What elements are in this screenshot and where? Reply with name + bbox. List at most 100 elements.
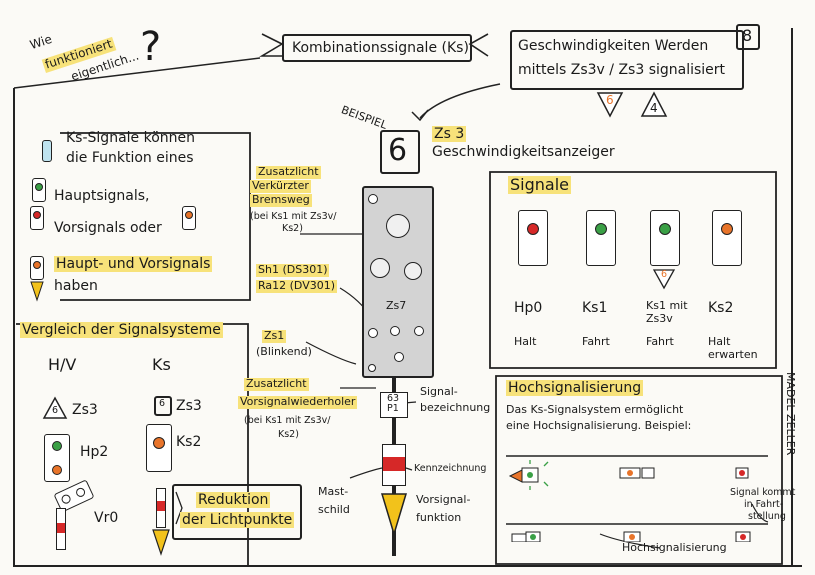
signal-1-meaning: Halt	[514, 335, 537, 348]
hv-zs3-triangle	[42, 396, 68, 419]
label-sh1-line-2: Ra12 (DV301)	[256, 279, 338, 293]
signal-3	[650, 210, 680, 266]
page-number-box: 8	[736, 24, 760, 50]
hv-zs3-label: Zs3	[72, 402, 98, 418]
speed-main-value: 4	[650, 101, 658, 115]
speed-line-2: mittels Zs3v / Zs3 signalisiert	[518, 62, 726, 78]
question-mark: ?	[140, 24, 162, 70]
label-zs1-line-2: (Blinkend)	[256, 345, 312, 358]
hp2-signal	[44, 434, 70, 482]
reduktion-line-1: Reduktion	[196, 492, 271, 509]
label-signal-line-2: bezeichnung	[420, 401, 491, 414]
signal-1-code: Hp0	[514, 300, 543, 316]
sh1-lamp-right	[404, 262, 422, 280]
speed-indicator-number: 6	[388, 133, 408, 168]
hv-zs3-value: 6	[52, 405, 59, 416]
vergleich-title: Vergleich der Signalsysteme	[20, 322, 223, 338]
label-zusatz2-line-1: Zusatzlicht	[244, 377, 309, 391]
ks-zs3-label: Zs3	[176, 398, 202, 414]
hoch-note-line-3: stellung	[748, 511, 786, 522]
signale-title: Signale	[508, 175, 571, 195]
name-plate-line-2: P1	[387, 403, 399, 414]
hoch-note-line-1: Signal kommt	[730, 487, 796, 498]
distant-marker-icon	[30, 281, 44, 302]
signal-4-code: Ks2	[708, 300, 734, 316]
zusatzlicht-top-lamp	[368, 194, 378, 204]
sh1-lamp-left	[370, 258, 390, 278]
example-signal-screen	[362, 186, 434, 378]
vorsignal-marker	[380, 493, 408, 537]
signal-2-code: Ks1	[582, 300, 608, 316]
col-hv: H/V	[48, 355, 77, 374]
label-zusatz1-line-2: Verkürzter	[250, 179, 311, 193]
main-signal-icon	[32, 178, 46, 202]
label-zusatz1-note-1: (bei Ks1 mit Zs3v/	[250, 211, 337, 222]
hv-vr0-label: Vr0	[94, 510, 119, 526]
combo-signal-icon	[182, 206, 196, 230]
speed-line-1: Geschwindigkeiten Werden	[518, 38, 709, 54]
intro-line-2: die Funktion eines	[66, 150, 194, 166]
ks-zs3-box: 6	[154, 396, 172, 416]
main-distant-signal-icon	[30, 256, 44, 280]
label-kenn-line-3: funktion	[416, 511, 462, 524]
hoch-title: Hochsignalisierung	[506, 380, 644, 397]
zs1-lamp	[368, 328, 378, 338]
speed-triangles	[596, 91, 668, 118]
intro-line-1: Ks-Signale können	[66, 130, 196, 146]
signal-4-meaning: Halt erwarten	[708, 335, 758, 361]
intro-line-4: Vorsignals oder	[54, 220, 162, 236]
zs7-label: Zs7	[386, 299, 407, 312]
label-signal-line-1: Signal-	[420, 385, 458, 398]
ks-mast-sign	[156, 488, 166, 528]
zs7-lamp-1	[390, 326, 400, 336]
main-lamp-top	[386, 214, 410, 238]
mast-sign	[382, 444, 406, 486]
label-zusatz1-note-2: Ks2)	[282, 223, 303, 234]
ks-ks2-label: Ks2	[176, 434, 202, 450]
signal-3-lamp	[659, 223, 671, 235]
label-zusatz1-line-3: Bremsweg	[250, 193, 312, 207]
signal-3-code: Ks1 mit Zs3v	[646, 299, 688, 325]
signal-1	[518, 210, 548, 266]
hoch-signals	[508, 460, 751, 542]
hoch-note-line-2: in Fahrt-	[744, 499, 784, 510]
intro-line-3: Hauptsignals,	[54, 188, 150, 204]
label-kenn-line-1: Kennzeichnung	[414, 463, 487, 474]
label-zusatz2-note-1: (bei Ks1 mit Zs3v/	[244, 415, 331, 426]
label-sh1-line-1: Sh1 (DS301)	[256, 263, 330, 277]
speed-box: Geschwindigkeiten Werden mittels Zs3v / …	[510, 30, 744, 90]
signal-2	[586, 210, 616, 266]
zs7-lamp-3	[394, 352, 404, 362]
label-mast-line-1: Mast-	[318, 485, 349, 498]
reduktion-box: Reduktion der Lichtpunkte	[172, 484, 302, 540]
zs3-title: Zs 3	[432, 126, 467, 143]
ks-zs3-value: 6	[159, 398, 166, 409]
col-ks: Ks	[152, 355, 171, 374]
signal-3-meaning: Fahrt	[646, 335, 674, 348]
author-signature: MADEL ZELLER	[784, 372, 797, 456]
intro-line-6: haben	[54, 278, 98, 294]
intro-line-5: Haupt- und Vorsignals	[54, 256, 213, 273]
vorsignal-repeater-lamp	[368, 364, 376, 372]
speed-indicator-box: 6	[380, 130, 420, 174]
label-zusatz2-line-2: Vorsignalwiederholer	[238, 395, 358, 409]
ks2-signal	[146, 424, 172, 472]
hv-hp2-label: Hp2	[80, 444, 109, 460]
label-zusatz1-line-1: Zusatzlicht	[256, 165, 321, 179]
signal-1-lamp	[527, 223, 539, 235]
reduktion-line-2: der Lichtpunkte	[180, 512, 295, 529]
ks-vorsignal-marker	[152, 529, 170, 556]
page-title: Kombinationssignale (Ks)	[292, 40, 469, 56]
label-mast-line-2: schild	[318, 503, 350, 516]
vr0-mast-sign	[56, 508, 66, 550]
signal-2-lamp	[595, 223, 607, 235]
label-zusatz2-note-2: Ks2)	[278, 429, 299, 440]
zs7-lamp-2	[414, 326, 424, 336]
page-number: 8	[742, 26, 753, 45]
signal-3-zs3v-triangle	[652, 269, 676, 290]
label-kenn-line-2: Vorsignal-	[416, 493, 471, 506]
name-plate-line-1: 63	[387, 393, 400, 404]
name-plate: 63 P1	[380, 392, 408, 418]
hoch-text-line-2: eine Hochsignalisierung. Beispiel:	[506, 419, 692, 432]
